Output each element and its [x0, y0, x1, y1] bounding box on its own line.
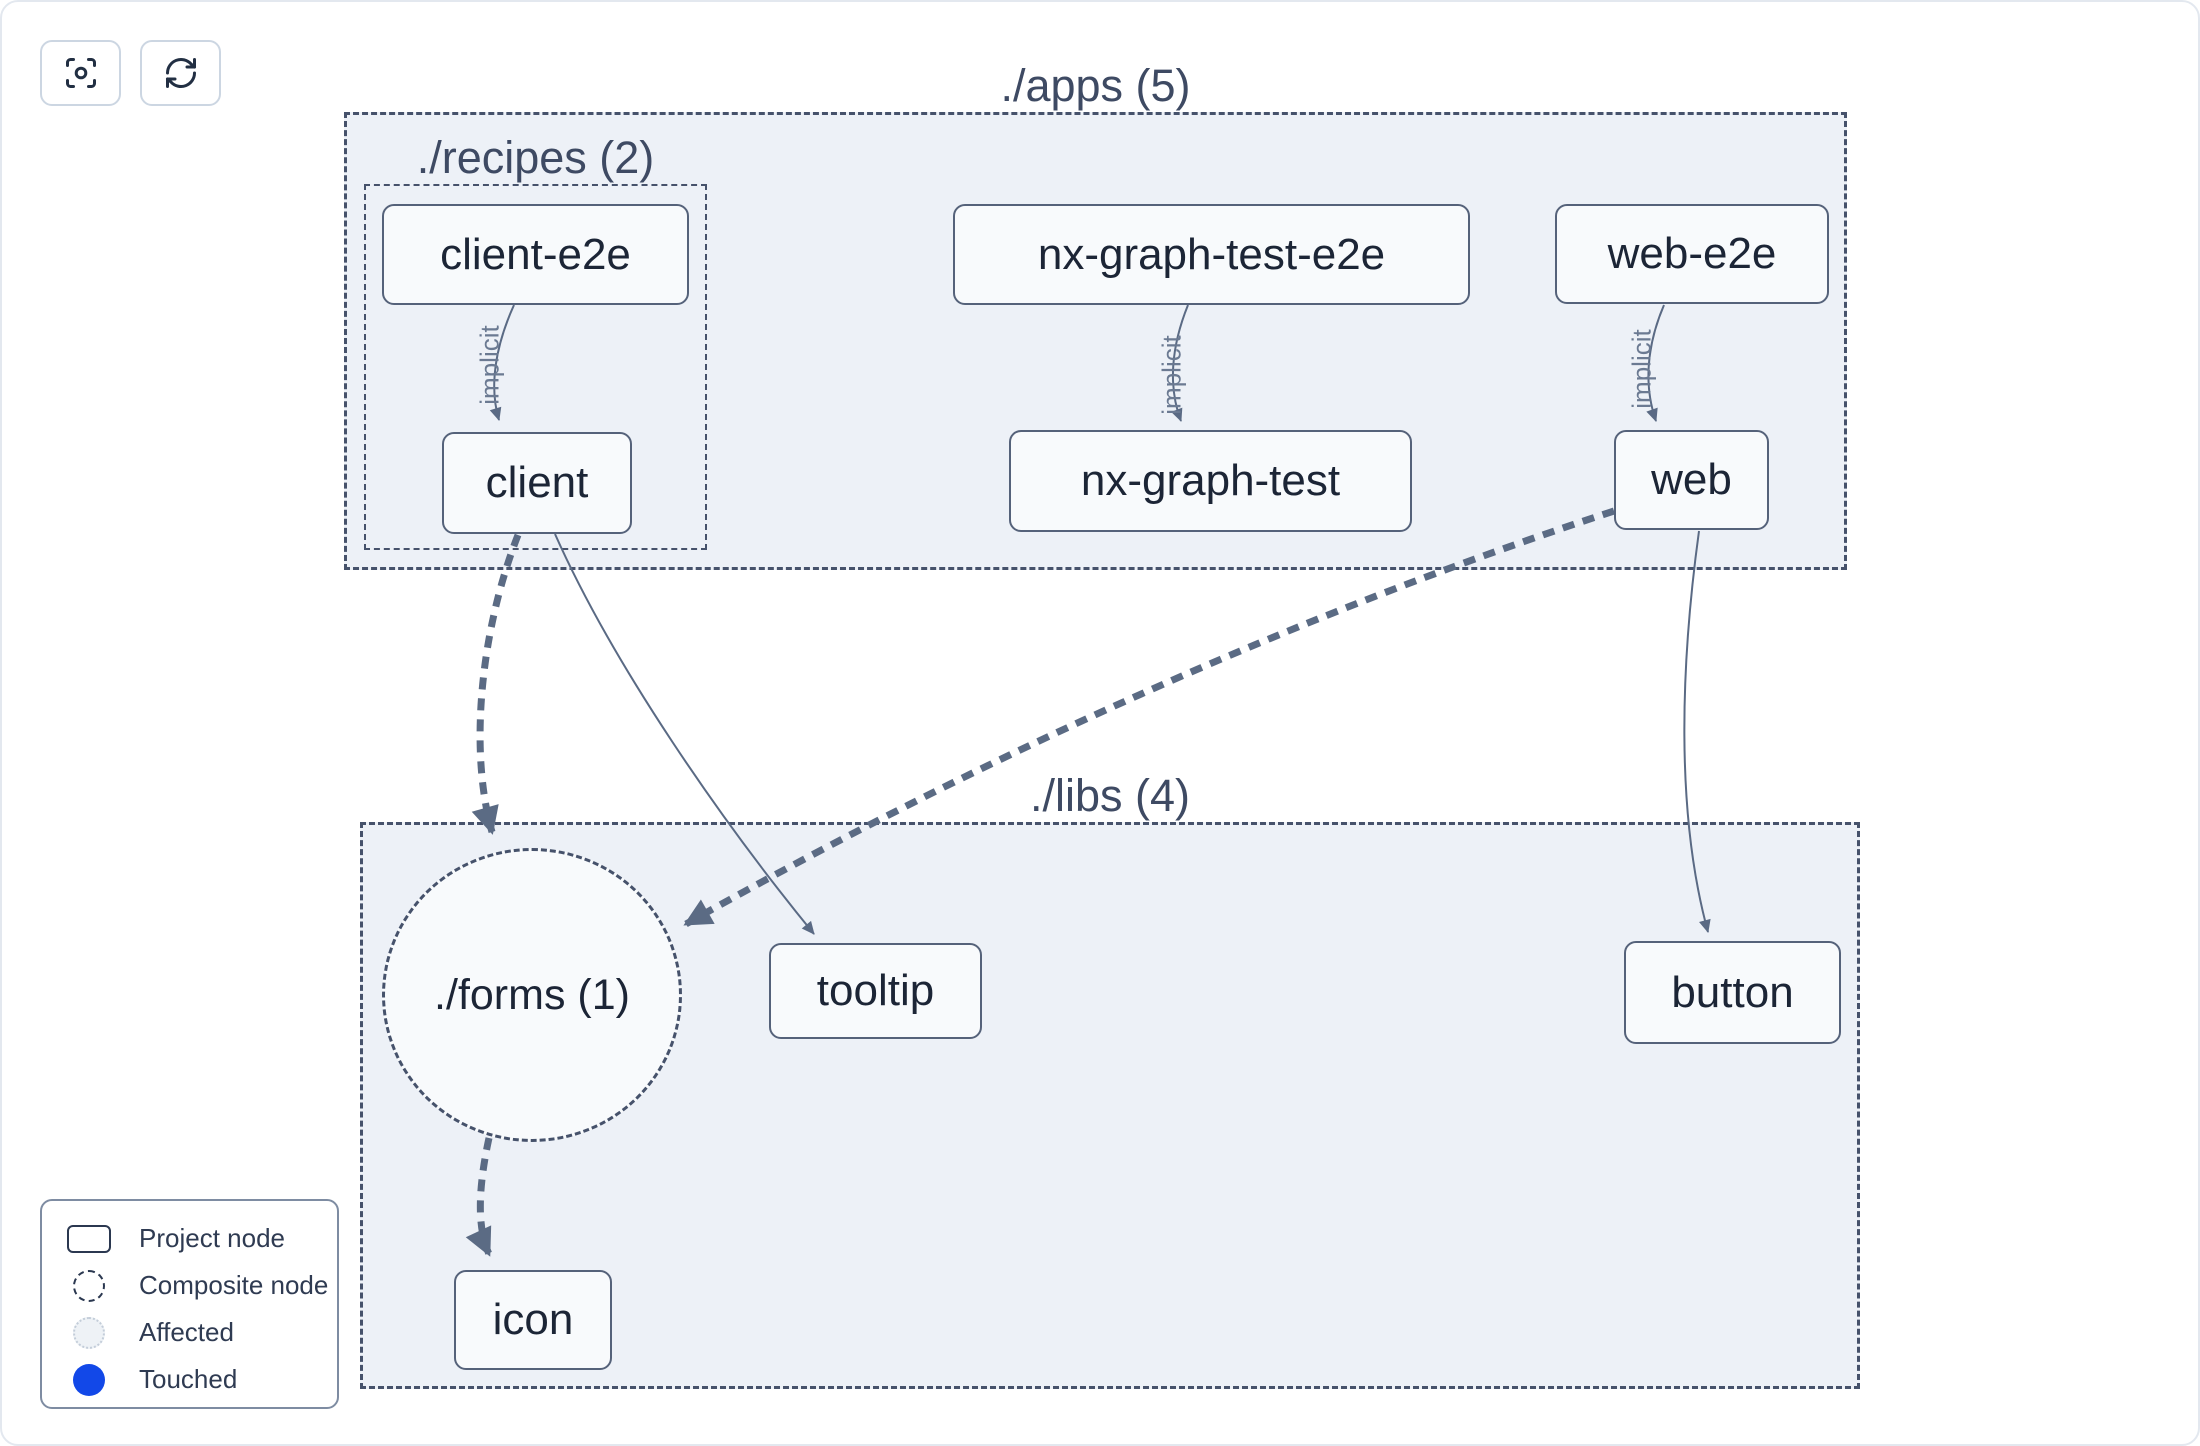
legend-label-affected: Affected — [139, 1317, 234, 1347]
node-web-e2e[interactable]: web-e2e — [1555, 204, 1829, 304]
node-client-label: client — [485, 458, 589, 507]
focus-icon — [65, 58, 96, 88]
cluster-recipes — [364, 184, 707, 550]
node-button[interactable]: button — [1624, 941, 1841, 1044]
node-tooltip[interactable]: tooltip — [769, 943, 982, 1039]
node-nx-graph-test[interactable]: nx-graph-test — [1009, 430, 1412, 532]
cluster-libs-title: ./libs (4) — [360, 762, 1860, 820]
legend-label-project-node: Project node — [139, 1223, 285, 1253]
legend-item-touched: Touched — [67, 1356, 337, 1403]
cluster-apps-title: ./apps (5) — [344, 52, 1847, 110]
legend-label-touched: Touched — [139, 1364, 238, 1394]
project-node-swatch — [67, 1224, 111, 1253]
refresh-icon — [165, 58, 196, 88]
composite-node-swatch — [67, 1269, 111, 1302]
node-client-e2e[interactable]: client-e2e — [382, 204, 689, 305]
legend-item-composite-node: Composite node — [67, 1262, 337, 1309]
composite-node-forms-label: ./forms (1) — [434, 970, 630, 1019]
cluster-apps-label: ./apps (5) — [1000, 59, 1191, 111]
node-icon[interactable]: icon — [454, 1270, 612, 1370]
node-icon-label: icon — [492, 1295, 574, 1344]
affected-swatch — [67, 1316, 111, 1349]
node-nx-graph-test-e2e-label: nx-graph-test-e2e — [1037, 229, 1386, 279]
refresh-button[interactable] — [140, 40, 221, 106]
focus-button[interactable] — [40, 40, 121, 106]
node-client-e2e-label: client-e2e — [440, 229, 631, 279]
legend-panel: Project node Composite node Affected Tou… — [40, 1199, 339, 1409]
node-tooltip-label: tooltip — [816, 966, 935, 1015]
cluster-libs-label: ./libs (4) — [1029, 769, 1191, 821]
node-web[interactable]: web — [1614, 430, 1769, 530]
touched-swatch — [67, 1363, 111, 1396]
node-web-e2e-label: web-e2e — [1607, 229, 1777, 278]
edge-client-forms — [471, 533, 522, 835]
node-nx-graph-test-e2e[interactable]: nx-graph-test-e2e — [953, 204, 1470, 305]
node-web-label: web — [1651, 455, 1732, 504]
composite-node-forms[interactable]: ./forms (1) — [382, 848, 682, 1142]
legend-item-affected: Affected — [67, 1309, 337, 1356]
legend-item-project-node: Project node — [67, 1215, 337, 1262]
legend-label-composite-node: Composite node — [139, 1270, 329, 1300]
node-client[interactable]: client — [442, 432, 632, 534]
node-button-label: button — [1671, 967, 1794, 1017]
node-nx-graph-test-label: nx-graph-test — [1080, 456, 1341, 505]
